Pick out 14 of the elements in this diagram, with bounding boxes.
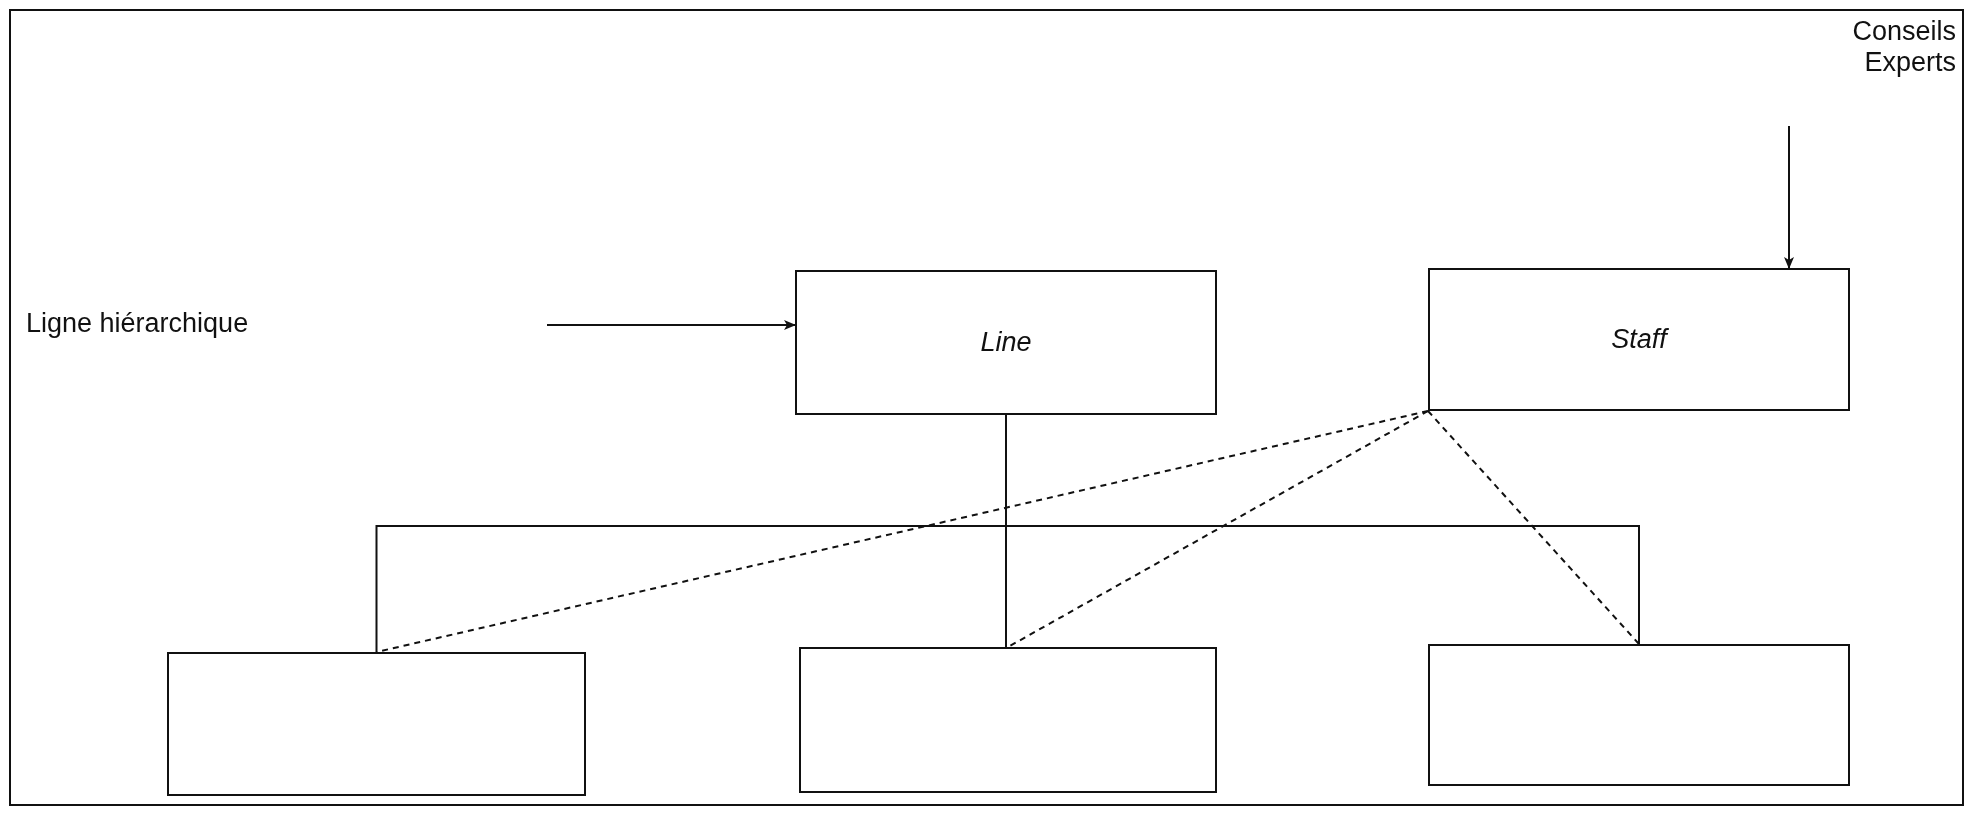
dashed-connector: [1007, 410, 1429, 648]
dashed-connector: [375, 410, 1429, 653]
org-box: [795, 270, 1217, 415]
annotation-text: Ligne hiérarchique: [26, 308, 249, 339]
empty-box: [1428, 644, 1850, 786]
annotation-text: Conseils Experts: [1851, 16, 1956, 78]
box-label: Line: [980, 327, 1032, 358]
empty-box: [799, 647, 1217, 793]
arrow: [546, 320, 796, 330]
empty-box: [167, 652, 586, 796]
box-label: Staff: [1611, 324, 1667, 355]
arrow: [1784, 125, 1794, 269]
dashed-connector: [1427, 410, 1640, 645]
org-box: [1428, 268, 1850, 411]
